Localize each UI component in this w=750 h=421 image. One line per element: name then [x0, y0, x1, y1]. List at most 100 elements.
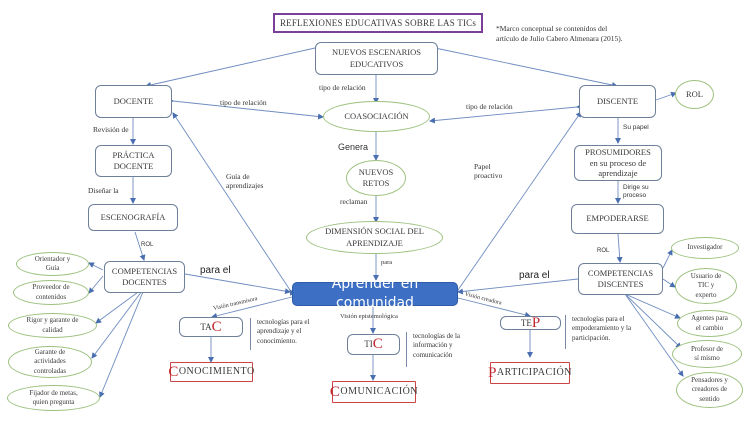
role-discente-1[interactable]: Investigador — [671, 237, 739, 259]
node-rol-discente-label: ROL — [686, 88, 703, 99]
role-discente-4-label: Profesor de sí mismo — [690, 344, 724, 362]
node-coasociacion-label: COASOCIACIÓN — [344, 110, 409, 121]
label-papel: Papel proactivo — [474, 162, 503, 181]
role-docente-1[interactable]: Orientador y Guía — [16, 252, 89, 276]
edge-compdoc-role4 — [91, 286, 146, 359]
label-tipo-relacion-right: tipo de relación — [466, 102, 513, 111]
source-note-line1: *Marco conceptual se contenidos del — [496, 24, 608, 33]
role-discente-1-label: Investigador — [687, 243, 723, 252]
tac-description: tecnologías para el aprendizaje y el con… — [250, 318, 341, 350]
role-docente-2-label: Proveedor de contenidos — [32, 283, 70, 301]
node-discente-label: DISCENTE — [596, 95, 639, 106]
label-vision-transmisora: Visión transmisora — [212, 296, 259, 313]
role-discente-4[interactable]: Profesor de sí mismo — [672, 340, 742, 368]
node-aprender-en-comunidad[interactable]: Aprender en comunidad — [292, 276, 458, 311]
node-competencias-discentes-label: COMPETENCIAS DISCENTES — [587, 267, 654, 289]
tic-letter: C — [372, 336, 383, 353]
label-para-el-right: para el — [519, 270, 550, 281]
node-nuevos-retos[interactable]: NUEVOS RETOS — [346, 160, 406, 196]
node-discente[interactable]: DISCENTE — [579, 85, 656, 118]
role-docente-3-label: Rigor y garante de calidad — [26, 316, 79, 334]
label-disenar: Diseñar la — [88, 186, 119, 195]
diagram-title: REFLEXIONES EDUCATIVAS SOBRE LAS TICs — [273, 13, 483, 33]
node-competencias-docentes-label: COMPETENCIAS DOCENTES — [111, 265, 178, 287]
edge-compdoc-role1 — [88, 262, 104, 271]
node-empoderarse-label: EMPODERARSE — [586, 213, 649, 224]
tac-letter: C — [211, 318, 222, 335]
conocimiento-cap: C — [168, 363, 179, 380]
node-nuevos-escenarios-label: NUEVOS ESCENARIOS EDUCATIVOS — [331, 47, 422, 69]
tic-prefix: TI — [364, 339, 373, 350]
role-docente-3[interactable]: Rigor y garante de calidad — [8, 313, 97, 338]
participacion-cap: P — [488, 364, 497, 381]
diagram-title-text: REFLEXIONES EDUCATIVAS SOBRE LAS TICs — [279, 17, 477, 28]
node-dimension-social[interactable]: DIMENSIÓN SOCIAL DEL APRENDIZAJE — [306, 221, 443, 254]
edge-escenarios-docente — [145, 47, 316, 88]
role-discente-3[interactable]: Agentes para el cambio — [677, 310, 742, 337]
role-discente-5-label: Pensadores y creadores de sentido — [691, 375, 728, 403]
node-escenografia[interactable]: ESCENOGRAFÍA — [88, 204, 178, 231]
node-docente-label: DOCENTE — [113, 95, 154, 106]
edge-discente-rol — [655, 91, 677, 101]
node-empoderarse[interactable]: EMPODERARSE — [571, 204, 664, 234]
edge-compdisc-role2 — [662, 278, 676, 288]
label-vision-creadora: Visión creadora — [464, 291, 503, 307]
label-tipo-relacion-left: tipo de relación — [220, 98, 267, 107]
role-discente-5[interactable]: Pensadores y creadores de sentido — [676, 372, 743, 408]
label-rol-right: ROL — [597, 248, 610, 254]
node-docente[interactable]: DOCENTE — [95, 85, 172, 118]
role-docente-1-label: Orientador y Guía — [34, 254, 71, 272]
role-docente-4-label: Garante de actividades controladas — [33, 347, 67, 375]
label-genera: Genera — [338, 142, 369, 152]
role-discente-2-label: Usuario de TIC y experto — [690, 271, 722, 299]
label-para: para — [381, 259, 393, 266]
node-nuevos-retos-label: NUEVOS RETOS — [358, 166, 394, 188]
node-prosumidores[interactable]: PROSUMIDORES en su proceso de aprendizaj… — [574, 145, 662, 181]
comunicacion-cap: C — [329, 383, 341, 400]
role-docente-4[interactable]: Garante de actividades controladas — [8, 346, 92, 378]
comunicacion-rest: OMUNICACIÓN — [340, 386, 419, 398]
participacion-rest: ARTICIPACIÓN — [496, 367, 572, 379]
tic-description-text: tecnologías de la información y comunica… — [413, 332, 461, 359]
role-docente-5[interactable]: Fijador de metas, quien pregunta — [7, 385, 100, 411]
label-tipo-relacion-top: tipo de relación — [319, 83, 366, 92]
source-note: *Marco conceptual se contenidos del artí… — [496, 24, 623, 44]
node-nuevos-escenarios[interactable]: NUEVOS ESCENARIOS EDUCATIVOS — [315, 42, 438, 75]
label-reclaman: reclaman — [340, 197, 368, 206]
node-prosumidores-label: PROSUMIDORES en su proceso de aprendizaj… — [585, 147, 651, 179]
node-practica-docente-label: PRÁCTICA DOCENTE — [112, 149, 155, 171]
conocimiento-rest: ONOCIMIENTO — [178, 366, 255, 378]
node-practica-docente[interactable]: PRÁCTICA DOCENTE — [95, 145, 172, 177]
node-rol-discente[interactable]: ROL — [675, 80, 714, 109]
node-competencias-docentes[interactable]: COMPETENCIAS DOCENTES — [104, 261, 185, 293]
tic-description: tecnologías de la información y comunica… — [406, 332, 473, 367]
label-dirige: Dirige su proceso — [623, 184, 649, 200]
role-discente-2[interactable]: Usuario de TIC y experto — [675, 268, 737, 304]
edge-compdisc-center — [457, 278, 579, 295]
source-note-line2: artículo de Julio Cabero Almenara (2015)… — [496, 34, 623, 44]
node-coasociacion[interactable]: COASOCIACIÓN — [323, 101, 430, 132]
edge-compdoc-role2 — [88, 275, 104, 294]
edge-center-discente — [452, 111, 582, 296]
edge-compdoc-role5 — [99, 286, 146, 398]
label-rol-left: ROL — [141, 242, 154, 248]
role-docente-2[interactable]: Proveedor de contenidos — [13, 280, 89, 305]
tep-prefix: TE — [520, 317, 532, 328]
edge-compdisc-role1 — [662, 249, 673, 269]
edge-empoderarse-competencias — [616, 233, 623, 263]
label-para-el-left: para el — [200, 265, 231, 276]
node-competencias-discentes[interactable]: COMPETENCIAS DISCENTES — [578, 263, 663, 295]
node-dimension-social-label: DIMENSIÓN SOCIAL DEL APRENDIZAJE — [325, 226, 424, 248]
node-escenografia-label: ESCENOGRAFÍA — [100, 211, 166, 222]
tep-description: tecnologías para el empoderamiento y la … — [565, 315, 650, 349]
edge-escenarios-discente — [434, 47, 618, 88]
role-discente-3-label: Agentes para el cambio — [691, 314, 728, 332]
label-su-papel: Su papel — [623, 124, 649, 131]
tac-prefix: TA — [200, 321, 212, 332]
